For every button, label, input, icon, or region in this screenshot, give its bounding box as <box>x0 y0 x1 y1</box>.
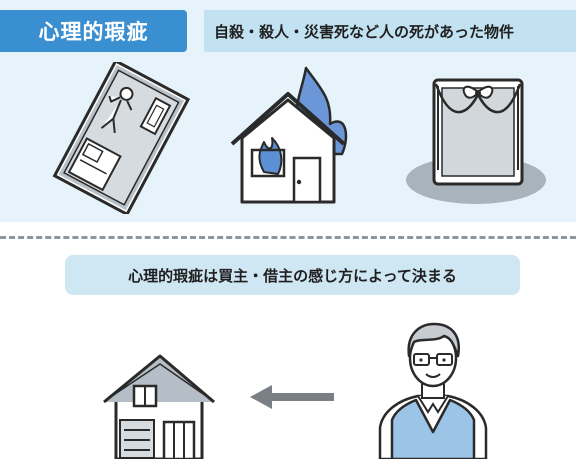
floorplan-body-outline-icon <box>45 62 195 214</box>
title-badge: 心理的瑕疵 <box>0 10 187 52</box>
subtitle-pill: 心理的瑕疵は買主・借主の感じ方によって決まる <box>65 255 520 295</box>
definition-band: 自殺・殺人・災害死など人の死があった物件 <box>204 10 576 52</box>
definition-text: 自殺・殺人・災害死など人の死があった物件 <box>214 22 515 41</box>
memorial-portrait-icon <box>404 74 554 206</box>
burning-house-icon <box>228 62 358 207</box>
section-divider <box>0 236 576 239</box>
arrow-left-icon <box>250 383 334 411</box>
man-with-glasses-icon <box>378 320 488 459</box>
subtitle-text: 心理的瑕疵は買主・借主の感じ方によって決まる <box>128 266 457 285</box>
page-title: 心理的瑕疵 <box>38 20 149 44</box>
house-icon <box>98 350 218 459</box>
